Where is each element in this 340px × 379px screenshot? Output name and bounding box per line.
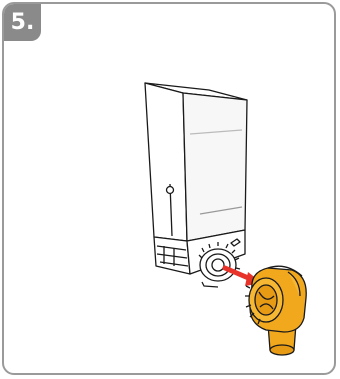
dosing-unit-icon (245, 265, 307, 356)
step-number-badge: 5. (4, 4, 41, 41)
bean-hopper-icon (144, 82, 248, 288)
instruction-card: 5. (2, 2, 336, 375)
instruction-illustration (144, 82, 307, 356)
